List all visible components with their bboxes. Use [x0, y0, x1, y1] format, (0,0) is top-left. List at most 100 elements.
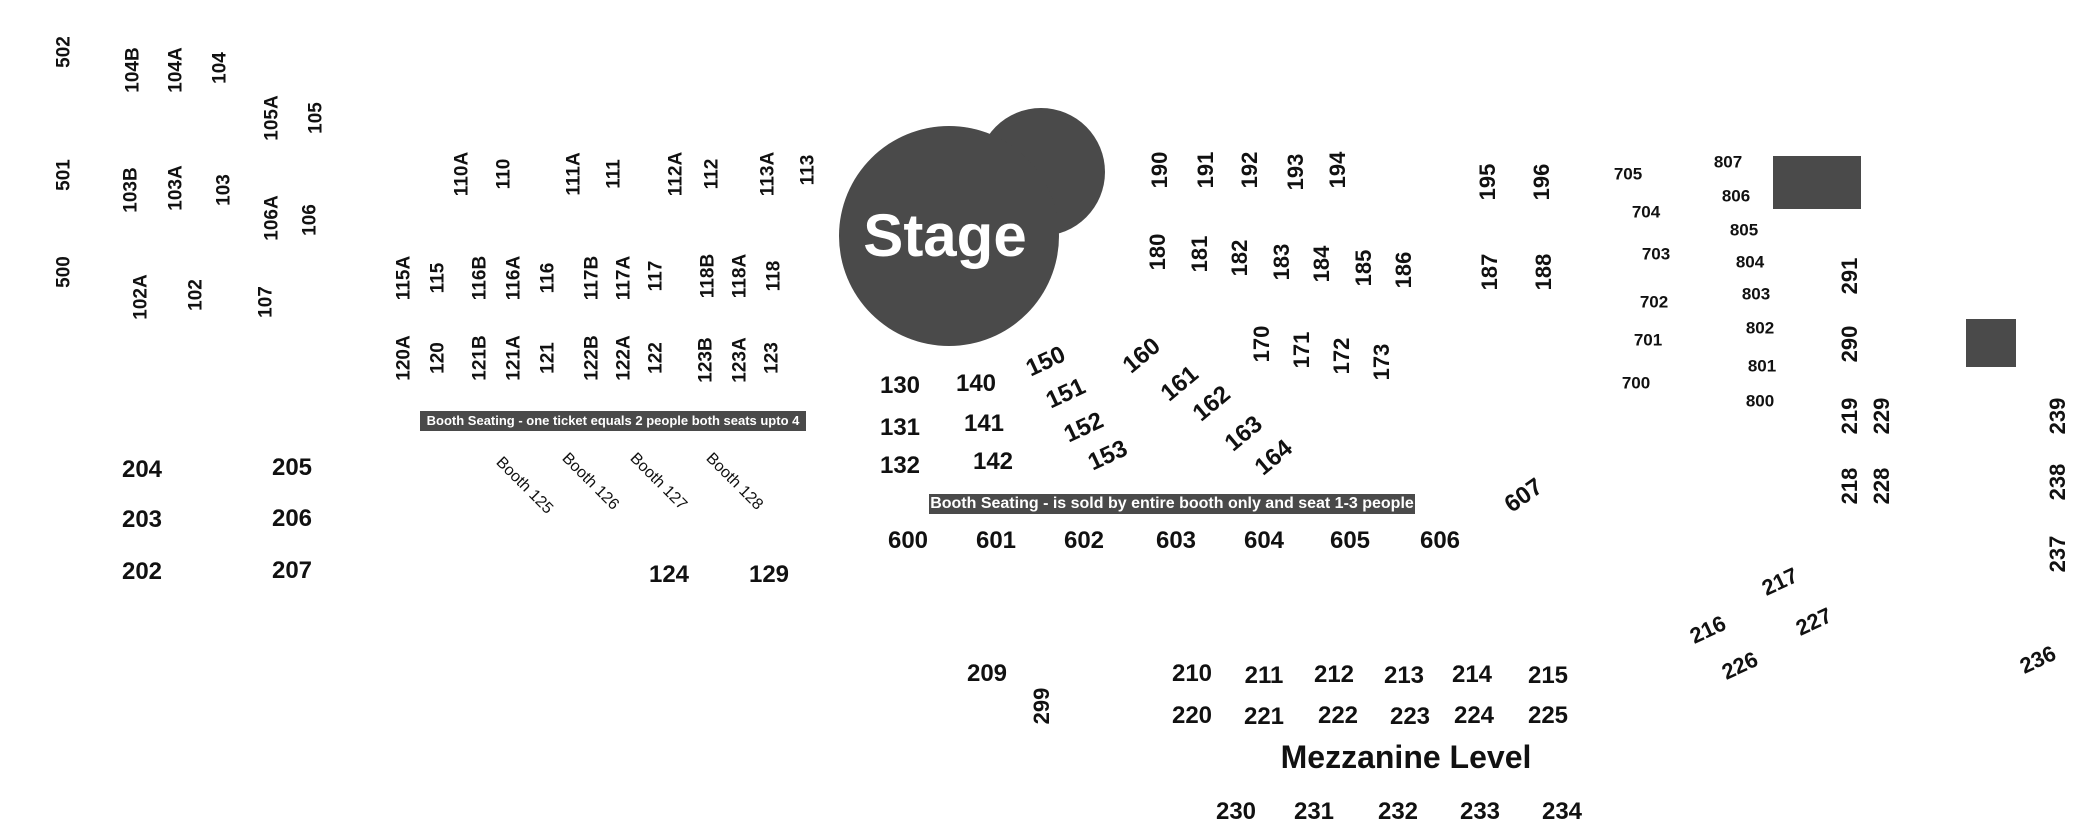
- section-label[interactable]: 131: [879, 414, 921, 441]
- section-label[interactable]: 221: [1243, 703, 1285, 730]
- section-label[interactable]: 605: [1329, 527, 1371, 554]
- section-label[interactable]: 192: [1237, 151, 1262, 189]
- section-label[interactable]: 299: [1029, 687, 1054, 725]
- section-label[interactable]: 215: [1527, 662, 1569, 689]
- section-label[interactable]: 120A: [393, 335, 415, 381]
- section-label[interactable]: 121A: [503, 335, 525, 381]
- section-label[interactable]: 141: [963, 410, 1005, 437]
- section-label[interactable]: 228: [1869, 467, 1894, 505]
- section-label[interactable]: 122A: [613, 335, 635, 381]
- section-label[interactable]: 500: [53, 256, 75, 288]
- section-label[interactable]: 123: [761, 342, 783, 374]
- section-label[interactable]: 206: [271, 505, 313, 532]
- section-label[interactable]: 170: [1249, 325, 1274, 363]
- section-label[interactable]: 232: [1377, 798, 1419, 825]
- section-label[interactable]: 115: [427, 262, 449, 294]
- section-label[interactable]: 184: [1309, 245, 1334, 283]
- section-label[interactable]: 107: [255, 286, 277, 318]
- section-label[interactable]: 112: [701, 158, 723, 190]
- section-label[interactable]: 132: [879, 452, 921, 479]
- section-label[interactable]: 106A: [261, 195, 283, 241]
- section-label[interactable]: 173: [1369, 343, 1394, 381]
- section-label[interactable]: 123A: [729, 337, 751, 383]
- section-label[interactable]: 183: [1269, 243, 1294, 281]
- section-label[interactable]: 602: [1063, 527, 1105, 554]
- section-label[interactable]: 122: [645, 342, 667, 374]
- section-label[interactable]: 210: [1171, 660, 1213, 687]
- section-label[interactable]: 290: [1837, 325, 1862, 363]
- section-label[interactable]: 117: [645, 260, 667, 292]
- section-label[interactable]: 223: [1389, 703, 1431, 730]
- section-label[interactable]: 116A: [503, 255, 525, 301]
- section-label[interactable]: 104: [209, 52, 231, 84]
- section-label[interactable]: 124: [648, 561, 690, 588]
- section-label[interactable]: 113: [797, 154, 819, 186]
- section-label[interactable]: 202: [121, 558, 163, 585]
- section-label[interactable]: 603: [1155, 527, 1197, 554]
- section-label[interactable]: 205: [271, 454, 313, 481]
- section-label[interactable]: 104B: [122, 47, 144, 93]
- section-label[interactable]: 110: [493, 158, 515, 190]
- section-label[interactable]: 193: [1283, 153, 1308, 191]
- section-label[interactable]: 237: [2045, 535, 2070, 573]
- section-label[interactable]: 802: [1745, 318, 1775, 338]
- section-label[interactable]: 606: [1419, 527, 1461, 554]
- section-label[interactable]: 805: [1729, 220, 1759, 240]
- section-label[interactable]: 142: [972, 448, 1014, 475]
- section-label[interactable]: 705: [1613, 164, 1643, 184]
- section-label[interactable]: 172: [1329, 337, 1354, 375]
- section-label[interactable]: 196: [1529, 163, 1554, 201]
- section-label[interactable]: 104A: [165, 47, 187, 93]
- section-label[interactable]: 117B: [581, 255, 603, 301]
- section-label[interactable]: 123B: [695, 337, 717, 383]
- section-label[interactable]: 102A: [130, 274, 152, 320]
- section-label[interactable]: 203: [121, 506, 163, 533]
- section-label[interactable]: 106: [299, 204, 321, 236]
- section-label[interactable]: 803: [1741, 284, 1771, 304]
- section-label[interactable]: 701: [1633, 330, 1663, 350]
- section-label[interactable]: 219: [1837, 397, 1862, 435]
- section-label[interactable]: 213: [1383, 662, 1425, 689]
- section-label[interactable]: 171: [1289, 331, 1314, 369]
- section-label[interactable]: 220: [1171, 702, 1213, 729]
- section-label[interactable]: 115A: [393, 255, 415, 301]
- section-label[interactable]: 190: [1147, 151, 1172, 189]
- section-label[interactable]: 600: [887, 527, 929, 554]
- section-label[interactable]: 214: [1451, 661, 1493, 688]
- section-label[interactable]: 111A: [563, 152, 585, 196]
- section-label[interactable]: 801: [1747, 356, 1777, 376]
- section-label[interactable]: 207: [271, 557, 313, 584]
- section-label[interactable]: 218: [1837, 467, 1862, 505]
- section-label[interactable]: 122B: [581, 335, 603, 381]
- section-label[interactable]: 110A: [451, 151, 473, 197]
- section-label[interactable]: 502: [53, 36, 75, 68]
- section-label[interactable]: 195: [1475, 163, 1500, 201]
- section-label[interactable]: 800: [1745, 391, 1775, 411]
- section-label[interactable]: 601: [975, 527, 1017, 554]
- section-label[interactable]: 703: [1641, 244, 1671, 264]
- section-label[interactable]: 604: [1243, 527, 1285, 554]
- section-label[interactable]: 212: [1313, 661, 1355, 688]
- section-label[interactable]: 807: [1713, 152, 1743, 172]
- section-label[interactable]: 121B: [469, 335, 491, 381]
- section-label[interactable]: 116B: [469, 255, 491, 301]
- section-label[interactable]: 291: [1837, 257, 1862, 295]
- section-label[interactable]: 700: [1621, 373, 1651, 393]
- section-label[interactable]: 187: [1477, 253, 1502, 291]
- section-label[interactable]: 209: [966, 660, 1008, 687]
- section-label[interactable]: 704: [1631, 202, 1661, 222]
- section-label[interactable]: 182: [1227, 239, 1252, 277]
- section-label[interactable]: 105: [305, 102, 327, 134]
- section-label[interactable]: 111: [603, 159, 625, 189]
- section-label[interactable]: 222: [1317, 702, 1359, 729]
- section-label[interactable]: 702: [1639, 292, 1669, 312]
- section-label[interactable]: 118B: [697, 253, 719, 299]
- section-label[interactable]: 231: [1293, 798, 1335, 825]
- section-label[interactable]: 121: [537, 342, 559, 374]
- section-label[interactable]: 204: [121, 456, 163, 483]
- section-label[interactable]: 211: [1244, 662, 1284, 689]
- section-label[interactable]: 118A: [729, 253, 751, 299]
- section-label[interactable]: 229: [1869, 397, 1894, 435]
- section-label[interactable]: 112A: [665, 151, 687, 197]
- section-label[interactable]: 239: [2045, 397, 2070, 435]
